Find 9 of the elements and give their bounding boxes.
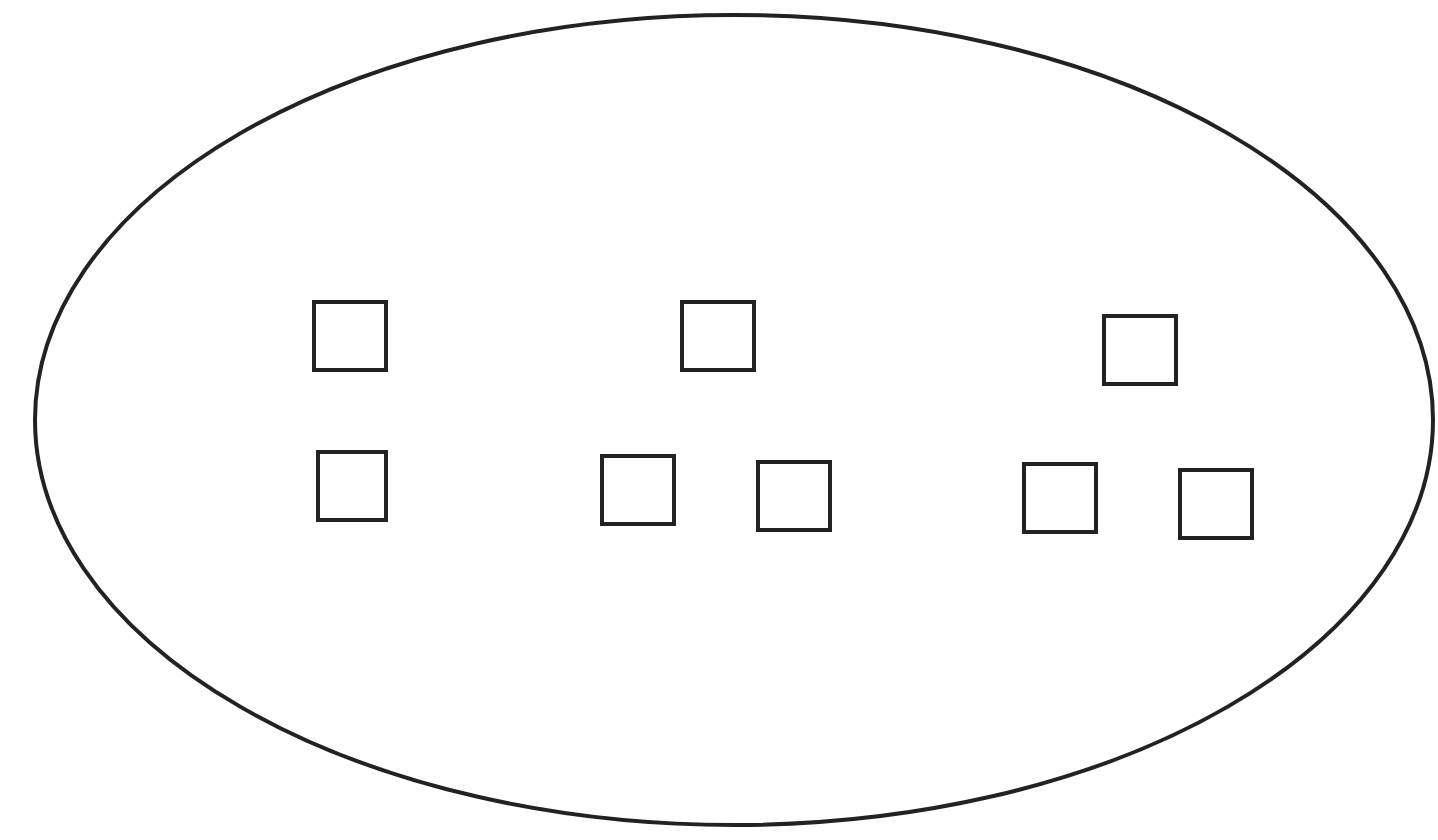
square-box [756, 460, 832, 532]
square-box [1022, 462, 1098, 534]
square-box [600, 454, 676, 526]
square-box [316, 450, 388, 522]
square-box [1178, 468, 1254, 540]
square-box [680, 300, 756, 372]
ellipse-outline [32, 12, 1436, 828]
square-box [312, 300, 388, 372]
square-box [1102, 314, 1178, 386]
